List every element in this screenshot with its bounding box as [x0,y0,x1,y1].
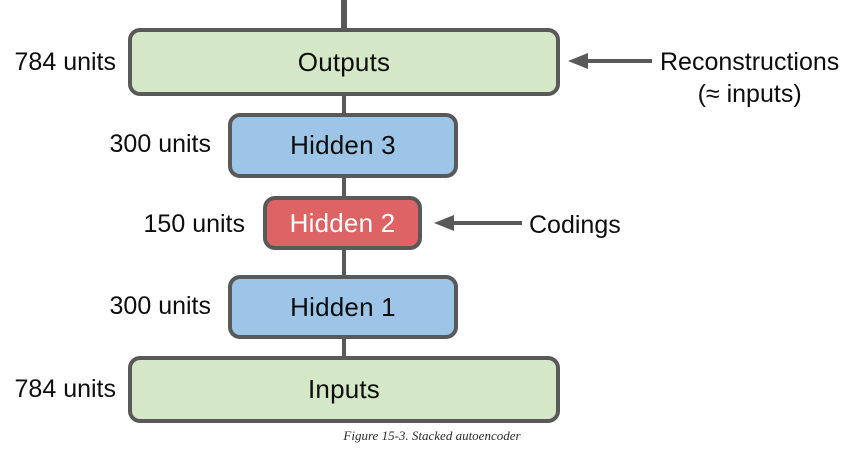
connector-hidden3-hidden2 [342,175,346,198]
annotation-codings: Codings [529,211,621,239]
layer-box-inputs: Inputs [128,356,560,423]
layer-label-hidden1: Hidden 1 [290,291,396,322]
units-label-hidden1: 300 units [109,292,211,320]
arrow-left-icon-codings [434,215,522,231]
arrow-left-icon-reconstructions [568,53,652,69]
connector-outputs-hidden3 [342,93,346,115]
units-label-outputs: 784 units [14,48,116,76]
layer-label-hidden2: Hidden 2 [289,207,396,238]
layer-box-hidden2: Hidden 2 [263,196,422,250]
layer-box-outputs: Outputs [128,28,560,96]
layer-label-inputs: Inputs [307,374,381,404]
connector-line-top [341,0,347,30]
units-label-inputs: 784 units [14,375,116,403]
units-label-hidden3: 300 units [109,130,211,158]
figure-caption: Figure 15-3. Stacked autoencoder [343,428,521,443]
layer-label-hidden3: Hidden 3 [290,130,396,160]
layer-box-hidden3: Hidden 3 [228,113,458,178]
annotation-reconstructions-line2: (≈ inputs) [697,80,802,108]
annotation-reconstructions: Reconstructions (≈ inputs) [660,46,839,110]
connector-hidden2-hidden1 [342,248,346,277]
layer-box-hidden1: Hidden 1 [228,275,458,339]
connector-hidden1-inputs [342,336,346,358]
units-label-hidden2: 150 units [143,210,245,238]
annotation-reconstructions-line1: Reconstructions [660,48,840,76]
layer-label-outputs: Outputs [297,46,391,77]
